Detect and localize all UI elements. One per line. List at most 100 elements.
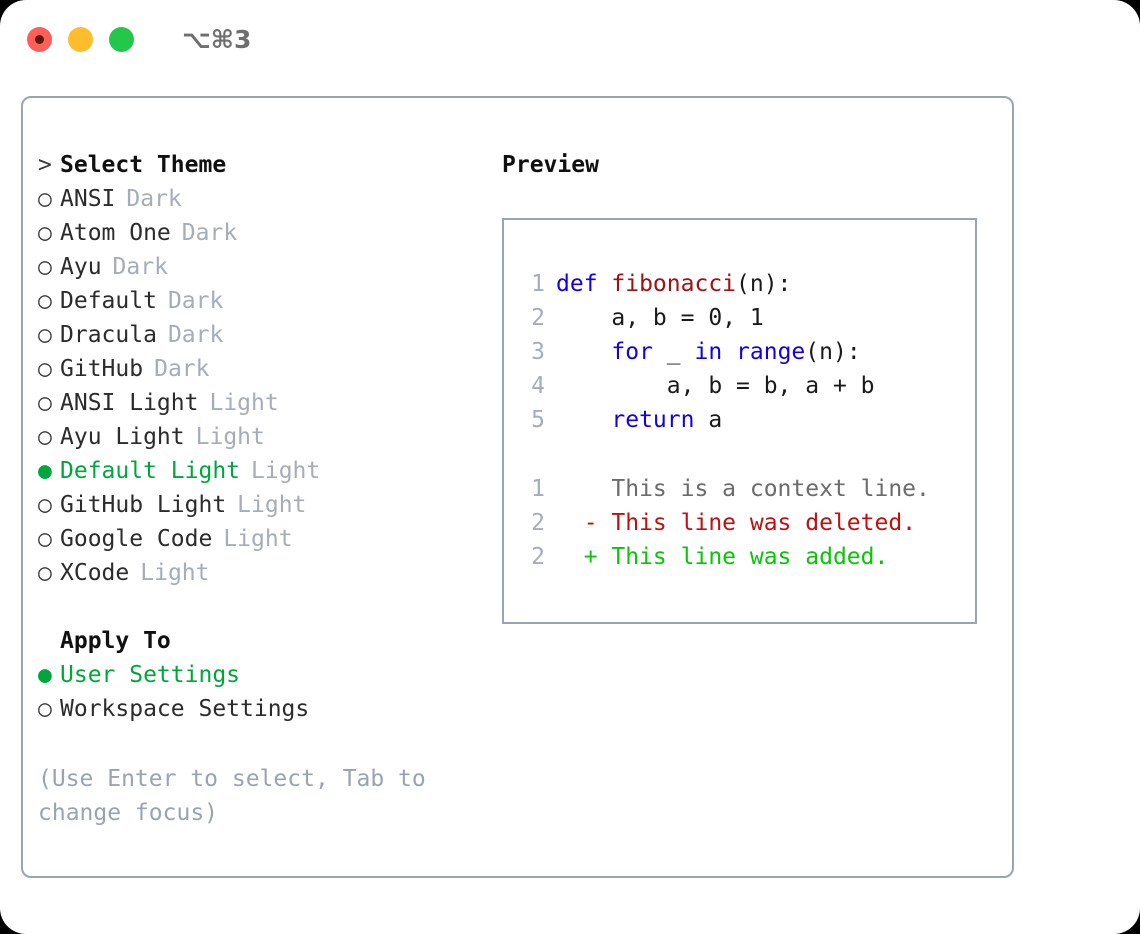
theme-name: Default xyxy=(60,288,157,314)
apply-to-item[interactable]: ○ Workspace Settings xyxy=(38,692,488,726)
code-line: 3 for _ in range(n): xyxy=(523,335,969,369)
theme-name: Dracula xyxy=(60,322,157,348)
radio-selected-icon[interactable]: ● xyxy=(38,458,52,484)
theme-list-item[interactable]: ○ GitHub Dark xyxy=(38,352,488,386)
code-token xyxy=(556,407,611,433)
theme-name: Default Light xyxy=(60,458,241,484)
theme-list-header-label: Select Theme xyxy=(60,152,227,178)
code-token xyxy=(556,339,611,365)
theme-variant: Light xyxy=(209,390,279,416)
radio-unselected-icon[interactable]: ○ xyxy=(38,492,52,518)
theme-variant: Dark xyxy=(126,186,182,212)
minimize-button[interactable] xyxy=(68,26,93,52)
theme-variant: Dark xyxy=(167,322,224,348)
preview-title: Preview xyxy=(502,152,599,178)
theme-list-item[interactable]: ● Default Light Light xyxy=(38,454,488,488)
theme-list-item[interactable]: ○ XCode Light xyxy=(38,556,488,590)
radio-selected-icon[interactable]: ● xyxy=(38,662,52,688)
theme-list-header: > Select Theme xyxy=(38,148,488,182)
diff-line-text: This is a context line. xyxy=(556,476,930,502)
diff-sample: 1 This is a context line. 2 - This line w… xyxy=(523,472,969,574)
code-line-number: 3 xyxy=(531,339,545,365)
diff-line-number: 2 xyxy=(531,510,545,536)
diff-line: 2 - This line was deleted. xyxy=(523,506,969,540)
theme-list-item[interactable]: ○ Atom One Dark xyxy=(38,216,488,250)
apply-to-header: ○Apply To xyxy=(38,624,488,658)
radio-unselected-icon[interactable]: ○ xyxy=(38,356,52,382)
code-line: 2 a, b = 0, 1 xyxy=(523,301,969,335)
theme-variant: Light xyxy=(251,458,321,484)
radio-unselected-icon[interactable]: ○ xyxy=(38,526,52,552)
window-titlebar: ⌥⌘3 xyxy=(0,0,1140,78)
close-button[interactable] xyxy=(27,26,52,52)
diff-line: 2 + This line was added. xyxy=(523,540,969,574)
code-token: _ xyxy=(652,339,695,365)
code-line-number: 5 xyxy=(531,407,545,433)
apply-to-label: User Settings xyxy=(60,662,241,688)
apply-to-item[interactable]: ● User Settings xyxy=(38,658,488,692)
radio-unselected-icon[interactable]: ○ xyxy=(38,288,52,314)
theme-name: GitHub Light xyxy=(60,492,227,518)
radio-unselected-icon[interactable]: ○ xyxy=(38,390,52,416)
theme-name: ANSI xyxy=(60,186,116,212)
code-token: fibonacci xyxy=(611,271,737,297)
diff-line-number: 1 xyxy=(531,476,545,502)
radio-unselected-icon[interactable]: ○ xyxy=(38,220,52,246)
apply-to-header-label: Apply To xyxy=(60,628,171,654)
code-token: (n): xyxy=(805,339,861,365)
radio-unselected-icon[interactable]: ○ xyxy=(38,186,52,212)
code-line-number: 1 xyxy=(531,271,545,297)
code-line: 5 return a xyxy=(523,403,969,437)
radio-unselected-icon[interactable]: ○ xyxy=(38,560,52,586)
list-spacer xyxy=(38,590,488,624)
radio-unselected-icon[interactable]: ○ xyxy=(38,696,52,722)
radio-unselected-icon[interactable]: ○ xyxy=(38,322,52,348)
apply-to-header-spacer-icon: ○ xyxy=(38,624,60,658)
theme-list-item[interactable]: ○ ANSI Light Light xyxy=(38,386,488,420)
maximize-button[interactable] xyxy=(109,26,134,52)
theme-name: Ayu Light xyxy=(60,424,185,450)
theme-name: Atom One xyxy=(60,220,171,246)
code-line: 1 def fibonacci(n): xyxy=(523,267,969,301)
theme-name: ANSI Light xyxy=(60,390,199,416)
code-line-number: 4 xyxy=(531,373,545,399)
theme-name: XCode xyxy=(60,560,130,586)
apply-to-label: Workspace Settings xyxy=(60,696,310,722)
prompt-caret-icon: > xyxy=(38,152,52,178)
radio-unselected-icon[interactable]: ○ xyxy=(38,254,52,280)
theme-list-item[interactable]: ○ Google Code Light xyxy=(38,522,488,556)
diff-line-number: 2 xyxy=(531,544,545,570)
theme-list-item[interactable]: ○ Dracula Dark xyxy=(38,318,488,352)
theme-variant: Dark xyxy=(181,220,238,246)
theme-list-item[interactable]: ○ Default Dark xyxy=(38,284,488,318)
theme-variant: Light xyxy=(140,560,210,586)
theme-variant: Dark xyxy=(167,288,224,314)
radio-unselected-icon[interactable]: ○ xyxy=(38,424,52,450)
theme-name: GitHub xyxy=(60,356,144,382)
apply-to-list: ● User Settings ○ Workspace Settings xyxy=(38,658,488,726)
code-token: a xyxy=(694,407,723,433)
code-token: range xyxy=(736,339,806,365)
code-token: def xyxy=(556,271,612,297)
theme-list-item[interactable]: ○ ANSI Dark xyxy=(38,182,488,216)
theme-variant: Light xyxy=(223,526,293,552)
code-token: a, b = b, a + b xyxy=(556,373,875,399)
code-token xyxy=(722,339,736,365)
code-token: (n): xyxy=(736,271,792,297)
keyboard-hint: (Use Enter to select, Tab to change focu… xyxy=(38,766,426,826)
theme-list-item[interactable]: ○ Ayu Light Light xyxy=(38,420,488,454)
theme-variant: Light xyxy=(195,424,265,450)
theme-name: Google Code xyxy=(60,526,213,552)
diff-line-text: - This line was deleted. xyxy=(556,510,917,536)
theme-variant: Dark xyxy=(154,356,210,382)
code-token: a, b = 0, 1 xyxy=(556,305,764,331)
